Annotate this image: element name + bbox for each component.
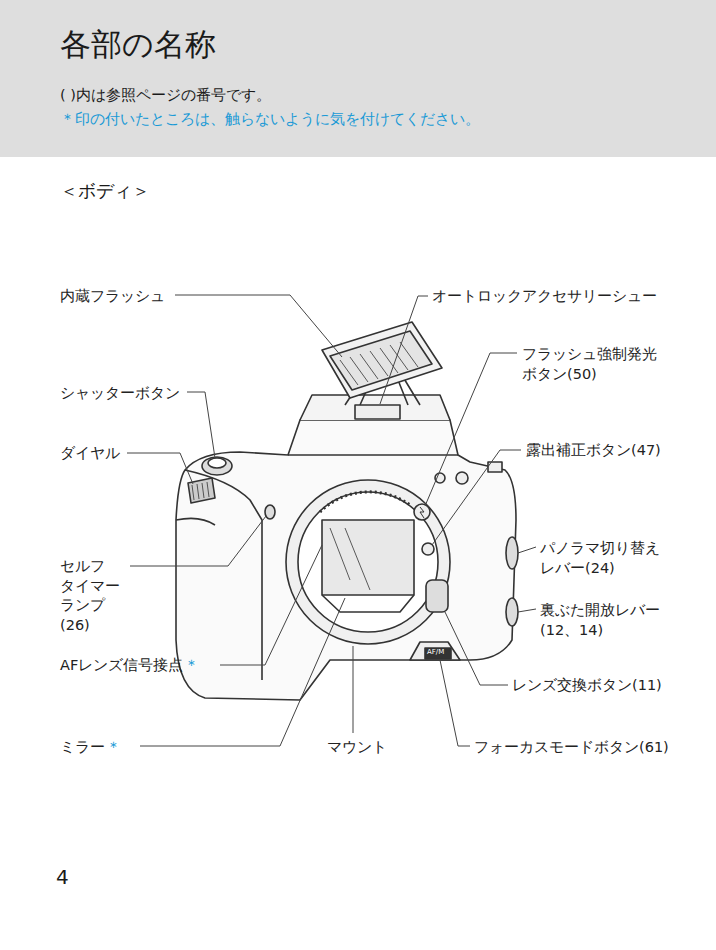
header-band: [0, 0, 716, 157]
caution-mark: ＊: [106, 738, 121, 758]
button-marking: AF/M: [427, 649, 444, 656]
page-title: 各部の名称: [60, 26, 216, 63]
part-name: シャッターボタン: [60, 384, 180, 404]
part-name: 内蔵フラッシュ: [60, 287, 165, 307]
caution-mark: ＊: [184, 656, 199, 676]
part-name: セルフ タイマー ランプ(26): [60, 557, 127, 635]
part-name: AFレンズ信号接点: [60, 656, 183, 676]
part-name: 露出補正ボタン(47): [526, 441, 661, 461]
page-number: 4: [56, 864, 69, 891]
part-name: オートロックアクセサリーシュー: [432, 287, 657, 307]
note-text: ( )内は参照ページの番号です。: [60, 86, 271, 106]
warning-note: ＊印の付いたところは、触らないように気を付けてください。: [60, 110, 480, 130]
section-heading: ＜ボディ＞: [60, 180, 150, 204]
part-name: フラッシュ強制発光 ボタン(50): [522, 345, 661, 384]
part-name: フォーカスモードボタン(61): [474, 738, 669, 758]
part-name: パノラマ切り替え レバー(24): [540, 539, 665, 578]
part-name: 裏ぶた開放レバー (12、14): [540, 601, 665, 640]
part-name: ミラー: [60, 738, 105, 758]
part-name: マウント: [327, 738, 387, 758]
part-name: ダイヤル: [60, 444, 120, 464]
part-name: レンズ交換ボタン(11): [512, 676, 662, 696]
